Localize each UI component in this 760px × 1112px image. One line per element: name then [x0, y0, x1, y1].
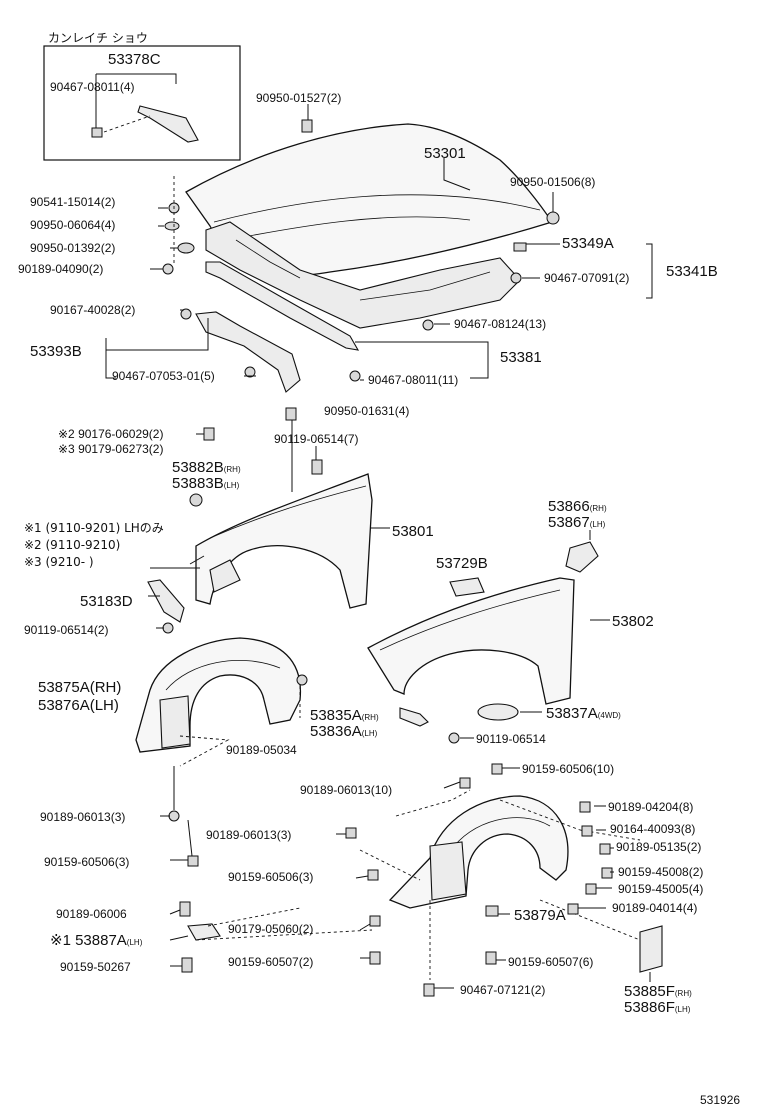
fender-right	[367, 530, 610, 744]
label-f05060: 90179-05060(2)	[228, 922, 313, 936]
label-f60507b: 90159-60507(6)	[508, 955, 593, 969]
label-f1506: 90950-01506(8)	[510, 175, 595, 189]
callout-fastener: 90467-08011(4)	[50, 80, 135, 94]
label-p53802: 53802	[612, 613, 654, 630]
label-p53381: 53381	[500, 349, 542, 366]
label-f04204: 90189-04204(8)	[608, 800, 693, 814]
label-p53886F: 53886F(LH)	[624, 999, 691, 1016]
splash-shield-53885F	[639, 925, 663, 973]
label-f60507a: 90159-60507(2)	[228, 955, 313, 969]
label-f60506c: 90159-60506(3)	[228, 870, 313, 884]
label-f08124: 90467-08124(13)	[454, 317, 546, 331]
label-p53393B: 53393B	[30, 343, 82, 360]
label-f15014: 90541-15014(2)	[30, 195, 115, 209]
label-f50267: 90159-50267	[60, 960, 131, 974]
label-layer: 90950-01527(2) 53301 90950-01506(8) 9054…	[18, 91, 740, 1107]
label-f08011b: 90467-08011(11)	[368, 373, 458, 387]
label-p53835A: 53835A(RH)	[310, 707, 379, 724]
fender-liner-left	[135, 637, 308, 867]
label-p53876A: 53876A(LH)	[38, 697, 119, 714]
label-note-2: ※2 (9110-9210)	[24, 538, 120, 552]
callout-part-number: 53378C	[108, 51, 161, 68]
label-p53341B: 53341B	[666, 263, 718, 280]
label-p53729B: 53729B	[436, 555, 488, 572]
label-p53301: 53301	[424, 145, 466, 162]
label-f04014: 90189-04014(4)	[612, 901, 697, 915]
grommet-53729B	[449, 577, 485, 597]
label-f1527: 90950-01527(2)	[256, 91, 341, 105]
label-p53879A: 53879A	[514, 907, 566, 924]
label-note-1: ※1 (9110-9201) LHのみ	[24, 521, 164, 535]
label-f06029: ※2 90176-06029(2)	[58, 427, 163, 441]
label-p53866: 53866(RH)	[548, 498, 607, 515]
footer-diagram-code: 531926	[700, 1093, 740, 1107]
hood-inner-frame	[205, 221, 521, 329]
label-p53887A: ※1 53887A(LH)	[50, 932, 143, 949]
label-f06273: ※3 90179-06273(2)	[58, 442, 163, 456]
label-f40028: 90167-40028(2)	[50, 303, 135, 317]
label-p53867: 53867(LH)	[548, 514, 606, 531]
label-f45008: 90159-45008(2)	[618, 865, 703, 879]
hood-assembly	[162, 119, 560, 393]
hood-leader-lines	[105, 104, 653, 381]
shield-53837A	[477, 703, 519, 721]
label-f06514c: 90119-06514	[476, 732, 546, 746]
label-f60506b: 90159-60506(3)	[44, 855, 129, 869]
label-p53836A: 53836A(LH)	[310, 723, 378, 740]
fender-liner-strip	[147, 579, 185, 623]
label-f06064: 90950-06064(4)	[30, 218, 115, 232]
cowl-seal-part	[137, 105, 199, 143]
label-f45005: 90159-45005(4)	[618, 882, 703, 896]
label-f06006: 90189-06006	[56, 907, 127, 921]
label-p53183D: 53183D	[80, 593, 133, 610]
label-f06013a: 90189-06013(10)	[300, 783, 392, 797]
label-f06013c: 90189-06013(3)	[206, 828, 291, 842]
label-p53875A: 53875A(RH)	[38, 679, 121, 696]
label-f01631: 90950-01631(4)	[324, 404, 409, 418]
label-p53349A: 53349A	[562, 235, 614, 252]
callout-box: カンレイチ ショウ 53378C 90467-08011(4)	[43, 31, 241, 161]
label-p53883B: 53883B(LH)	[172, 475, 240, 492]
label-f40093: 90164-40093(8)	[610, 822, 695, 836]
bracket-53887A	[187, 923, 221, 941]
label-f04090: 90189-04090(2)	[18, 262, 103, 276]
label-f06013b: 90189-06013(3)	[40, 810, 125, 824]
label-p53885F: 53885F(RH)	[624, 983, 692, 1000]
hood-seal-strip	[205, 261, 360, 351]
label-f07053: 90467-07053-01(5)	[112, 369, 215, 383]
label-f60506a: 90159-60506(10)	[522, 762, 614, 776]
label-f07091: 90467-07091(2)	[544, 271, 629, 285]
label-f05135: 90189-05135(2)	[616, 840, 701, 854]
lower-bracket-left	[169, 901, 381, 973]
fender-liner-right	[336, 763, 663, 997]
label-note-3: ※3 (9210- )	[24, 555, 94, 569]
callout-title: カンレイチ ショウ	[48, 31, 148, 45]
hood-hinge-bracket	[195, 311, 301, 393]
label-f05034: 90189-05034	[226, 743, 297, 757]
label-p53801: 53801	[392, 523, 434, 540]
label-p53837A: 53837A(4WD)	[546, 705, 621, 722]
label-f01392: 90950-01392(2)	[30, 241, 115, 255]
label-f06514b: 90119-06514(2)	[24, 623, 109, 637]
label-f06514a: 90119-06514(7)	[274, 432, 359, 446]
label-f07121: 90467-07121(2)	[460, 983, 545, 997]
label-p53882B: 53882B(RH)	[172, 459, 241, 476]
fender-left	[147, 407, 390, 634]
